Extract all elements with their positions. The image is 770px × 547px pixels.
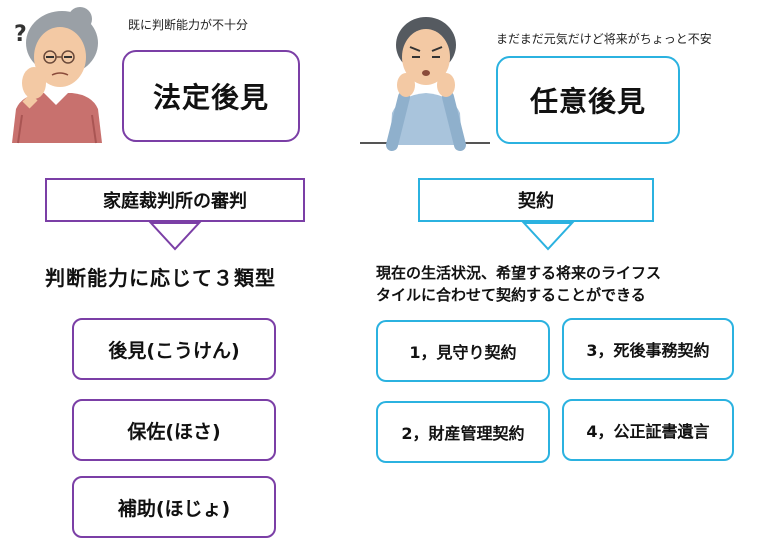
right-down-arrow-icon (521, 222, 575, 251)
type-box-assistance: 補助(ほじょ) (72, 476, 276, 538)
worried-man-icon (360, 17, 490, 151)
contract-box: 契約 (418, 178, 654, 222)
contract-item-3: 3，死後事務契約 (562, 318, 734, 380)
left-down-arrow-icon (148, 222, 202, 251)
voluntary-guardianship-title: 任意後見 (496, 56, 680, 144)
elderly-woman-thinking-icon (12, 7, 102, 144)
left-caption: 既に判断能力が不十分 (128, 18, 249, 32)
type-box-curatorship: 保佐(ほさ) (72, 399, 276, 461)
description-line-2: タイルに合わせて契約することができる (376, 286, 646, 304)
contract-item-1: 1，見守り契約 (376, 320, 550, 382)
question-mark: ? (14, 22, 27, 47)
type-box-guardianship: 後見(こうけん) (72, 318, 276, 380)
contract-item-2: 2，財産管理契約 (376, 401, 550, 463)
description-line-1: 現在の生活状況、希望する将来のライフス (376, 264, 662, 282)
family-court-ruling-box: 家庭裁判所の審判 (45, 178, 305, 222)
three-types-headline: 判断能力に応じて３類型 (45, 266, 276, 290)
contract-description: 現在の生活状況、希望する将来のライフス タイルに合わせて契約することができる (376, 262, 751, 306)
legal-guardianship-title: 法定後見 (122, 50, 300, 142)
contract-item-4: 4，公正証書遺言 (562, 399, 734, 461)
right-caption: まだまだ元気だけど将来がちょっと不安 (496, 32, 712, 46)
